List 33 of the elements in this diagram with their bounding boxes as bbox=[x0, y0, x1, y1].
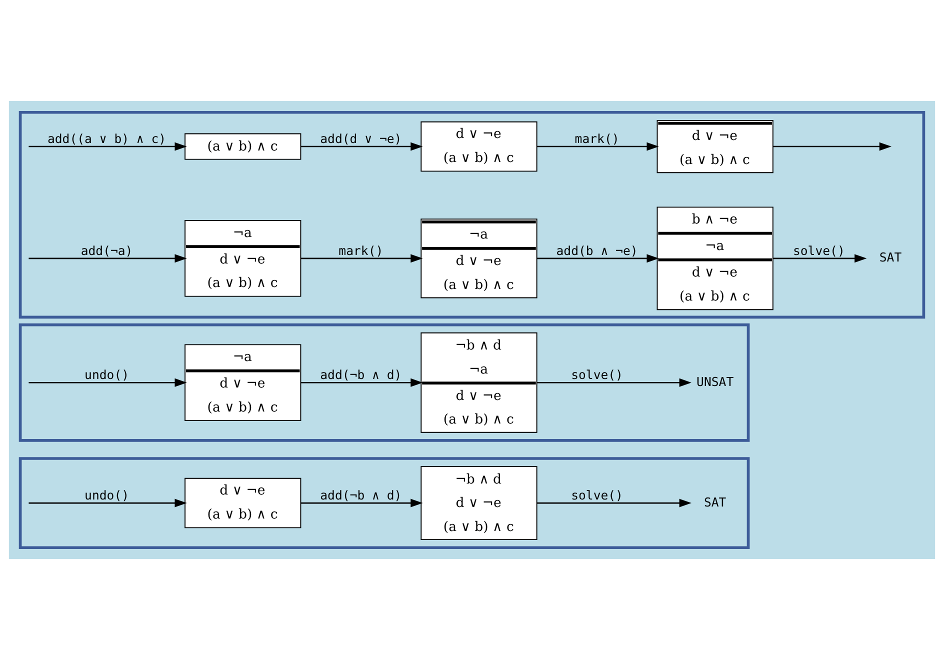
arrow bbox=[536, 254, 659, 263]
arrow bbox=[28, 378, 187, 387]
arrow bbox=[28, 254, 187, 263]
edge-label: mark() bbox=[338, 244, 384, 258]
arrow bbox=[300, 498, 423, 508]
cluster bbox=[18, 323, 750, 442]
arrow bbox=[536, 498, 692, 508]
edge-label: undo() bbox=[84, 488, 130, 503]
arrow bbox=[300, 254, 423, 263]
arrow bbox=[300, 378, 423, 387]
node-text: SAT bbox=[704, 495, 726, 510]
arrow bbox=[773, 142, 892, 151]
arrow bbox=[28, 498, 187, 508]
cluster bbox=[18, 110, 926, 319]
edge-label: add(d ∨ ¬e) bbox=[320, 132, 402, 146]
cluster bbox=[18, 457, 750, 550]
edge-label: add(¬b ∧ d) bbox=[320, 368, 402, 382]
node-text: SAT bbox=[879, 250, 902, 265]
arrow bbox=[536, 142, 659, 151]
edge-label: solve() bbox=[571, 488, 623, 503]
edge-label: add(¬a) bbox=[80, 244, 133, 258]
arrow bbox=[28, 142, 187, 151]
edge-label: solve() bbox=[571, 368, 623, 382]
arrow bbox=[773, 254, 867, 263]
arrow bbox=[536, 378, 692, 387]
arrow bbox=[300, 142, 423, 151]
edge-label: solve() bbox=[792, 244, 845, 258]
edge-label: add(b ∧ ¬e) bbox=[556, 244, 638, 258]
edge-label: mark() bbox=[574, 132, 620, 146]
node-text: UNSAT bbox=[696, 374, 734, 389]
edge-label: undo() bbox=[84, 368, 130, 382]
edge-label: add(¬b ∧ d) bbox=[320, 488, 402, 503]
edge-label: add((a ∨ b) ∧ c) bbox=[47, 132, 166, 146]
